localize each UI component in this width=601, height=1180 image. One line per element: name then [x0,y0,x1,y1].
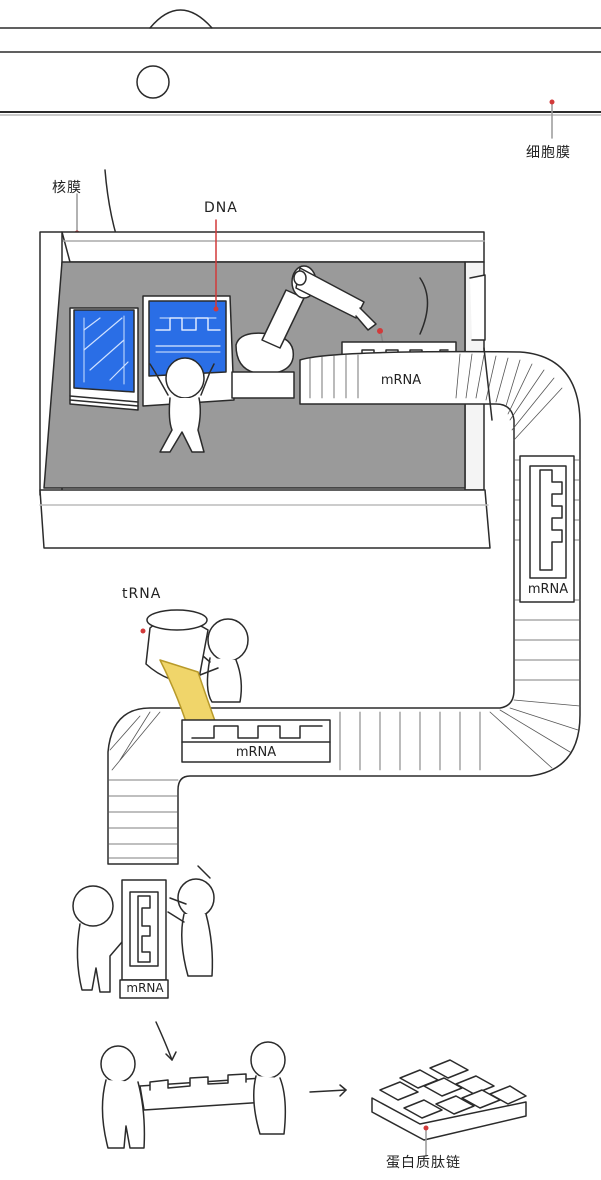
membrane-pore-icon [136,65,170,99]
down-arrow-head-icon [165,1051,177,1061]
protein-chain-pointer [423,1125,429,1157]
conveyor-mrna-block [519,455,575,603]
dna-blueprint-stack [69,307,139,411]
cell-membrane-pointer [549,99,555,139]
factory-mrna-label: mRNA [380,373,422,388]
trna-bucket [140,609,221,736]
dna-label: DNA [204,200,238,216]
worker-reading-dna [149,357,215,453]
right-arrow-head-icon [339,1084,347,1097]
trna-label: tRNA [122,586,162,602]
ribosome-mrna-block [181,719,331,763]
right-arrow-icon [309,1089,347,1093]
dna-pointer [213,219,219,312]
conveyor-mrna-label: mRNA [527,582,569,597]
carried-mrna-label: mRNA [126,981,164,995]
nuclear-membrane-label: 核膜 [52,180,82,196]
ribosome-mrna-label: mRNA [235,745,277,760]
robot-arm [231,265,429,399]
cell-membrane [0,9,601,116]
nuclear-membrane-pointer [74,193,80,236]
protein-chain-blocks [371,1059,527,1141]
workers-carrying-block [100,1041,287,1149]
workers-with-mrna [72,865,215,999]
cell-membrane-label: 细胞膜 [526,145,571,161]
protein-chain-label: 蛋白质肽链 [386,1155,461,1171]
down-arrow-icon [155,1021,173,1061]
trna-worker [195,618,249,703]
